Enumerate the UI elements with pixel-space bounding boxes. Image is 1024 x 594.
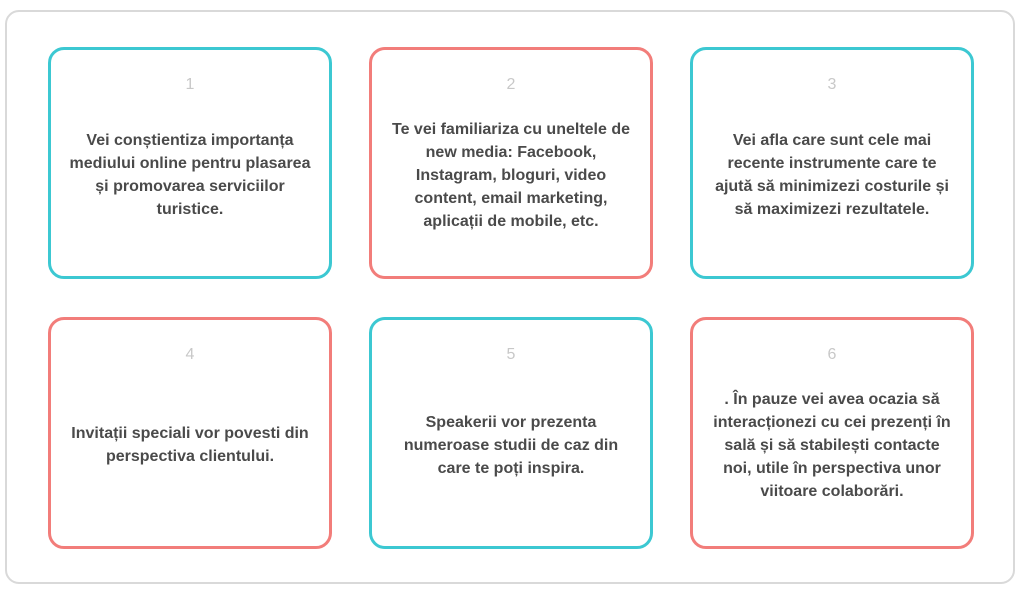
benefit-card-5: 5 Speakerii vor prezenta numeroase studi… xyxy=(369,317,653,549)
card-text-wrap: Te vei familiariza cu uneltele de new me… xyxy=(390,96,632,254)
benefit-card-3: 3 Vei afla care sunt cele mai recente in… xyxy=(690,47,974,279)
card-number: 4 xyxy=(185,346,195,363)
benefit-card-4: 4 Invitații speciali vor povesti din per… xyxy=(48,317,332,549)
card-text-wrap: . În pauze vei avea ocazia să interacțio… xyxy=(711,366,953,524)
benefit-card-2: 2 Te vei familiariza cu uneltele de new … xyxy=(369,47,653,279)
card-text-wrap: Vei afla care sunt cele mai recente inst… xyxy=(711,96,953,254)
card-text: Invitații speciali vor povesti din persp… xyxy=(71,425,309,465)
benefit-card-6: 6 . În pauze vei avea ocazia să interacț… xyxy=(690,317,974,549)
card-number: 6 xyxy=(827,346,837,363)
card-text: Vei conștientiza importanța mediului onl… xyxy=(69,132,311,218)
card-text-wrap: Speakerii vor prezenta numeroase studii … xyxy=(390,366,632,524)
card-text: Te vei familiariza cu uneltele de new me… xyxy=(391,120,630,230)
card-text-wrap: Vei conștientiza importanța mediului onl… xyxy=(69,96,311,254)
card-text: . În pauze vei avea ocazia să interacțio… xyxy=(713,390,951,500)
card-number: 2 xyxy=(506,76,516,93)
card-number: 5 xyxy=(506,346,516,363)
card-number: 1 xyxy=(185,76,195,93)
card-text-wrap: Invitații speciali vor povesti din persp… xyxy=(69,366,311,524)
benefit-card-1: 1 Vei conștientiza importanța mediului o… xyxy=(48,47,332,279)
card-text: Vei afla care sunt cele mai recente inst… xyxy=(715,132,949,218)
card-text: Speakerii vor prezenta numeroase studii … xyxy=(403,413,619,477)
card-number: 3 xyxy=(827,76,837,93)
